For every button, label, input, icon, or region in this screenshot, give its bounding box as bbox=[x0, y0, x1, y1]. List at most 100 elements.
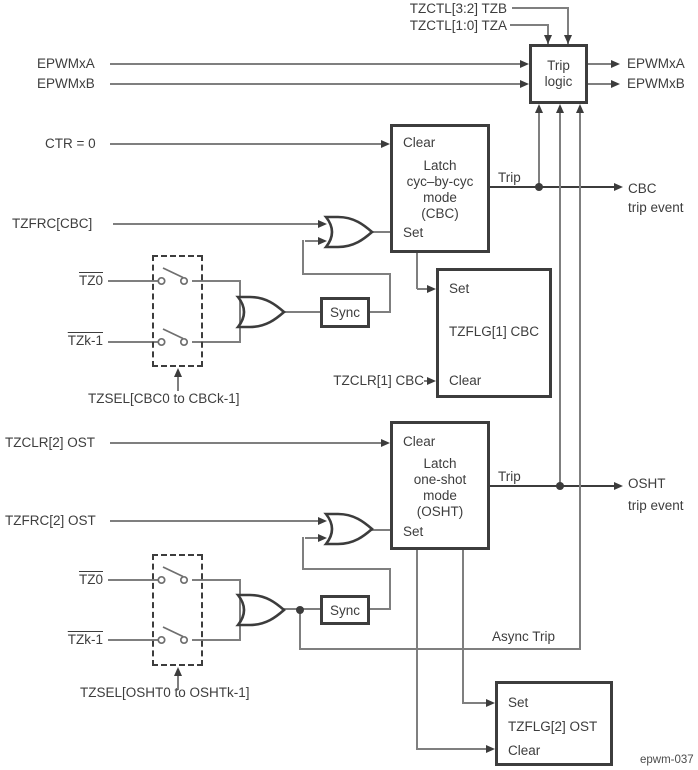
switch-icon bbox=[157, 566, 189, 585]
arrowhead-up bbox=[535, 104, 543, 113]
wire bbox=[417, 748, 488, 750]
cbc-latch-set-port: Set bbox=[403, 225, 424, 240]
wire bbox=[192, 639, 241, 641]
arrowhead bbox=[486, 745, 495, 753]
trip-logic-line2: logic bbox=[544, 74, 573, 89]
junction-dot bbox=[296, 606, 304, 614]
wire bbox=[371, 231, 391, 233]
figure-id-label: epwm-037 bbox=[640, 754, 694, 766]
epwmxa-input-label: EPWMxA bbox=[37, 56, 95, 71]
tzflg2-set-port: Set bbox=[508, 695, 529, 710]
wire bbox=[110, 442, 382, 444]
wire bbox=[113, 223, 319, 225]
wire bbox=[192, 280, 241, 282]
osht-latch-title-line3: mode bbox=[423, 488, 457, 503]
wire bbox=[417, 288, 429, 290]
trip-logic-label: Trip logic bbox=[532, 58, 585, 90]
osht-trip-event-label2: trip event bbox=[628, 498, 684, 513]
wire bbox=[389, 273, 391, 313]
switch-icon bbox=[157, 267, 189, 286]
tzflg1-clear-port: Clear bbox=[449, 373, 482, 388]
cbc-sync-label: Sync bbox=[329, 305, 360, 320]
wire bbox=[588, 63, 612, 65]
tzsel-cbc-label: TZSEL[CBC0 to CBCk-1] bbox=[88, 391, 240, 406]
cbc-latch-title: Latch cyc–by-cyc mode (CBC) bbox=[393, 158, 487, 222]
wire-cbc-trip bbox=[490, 186, 616, 188]
tzclr1-cbc-label: TZCLR[1] CBC bbox=[333, 373, 424, 388]
wire bbox=[305, 240, 319, 242]
wire bbox=[177, 376, 179, 391]
or-gate-cbc-tz bbox=[235, 295, 286, 329]
wire bbox=[371, 529, 391, 531]
cbc-latch-title-line2: cyc–by-cyc bbox=[406, 174, 474, 189]
wire bbox=[108, 579, 158, 581]
wire-osht-trip bbox=[490, 485, 616, 487]
ctr-zero-label: CTR = 0 bbox=[45, 136, 96, 151]
wire bbox=[303, 273, 391, 275]
wire bbox=[588, 83, 612, 85]
arrowhead bbox=[520, 60, 529, 68]
tz0-cbc-label: TZ0 bbox=[78, 273, 103, 288]
arrowhead bbox=[611, 80, 620, 88]
wire bbox=[463, 702, 488, 704]
wire bbox=[567, 7, 569, 44]
wire bbox=[302, 537, 304, 570]
arrowhead bbox=[614, 183, 623, 191]
wire bbox=[302, 240, 304, 275]
wire bbox=[370, 311, 391, 313]
arrowhead-up bbox=[556, 104, 564, 113]
cbc-trip-port-label: Trip bbox=[498, 170, 521, 185]
arrowhead bbox=[486, 699, 495, 707]
or-gate-cbc-force bbox=[323, 215, 374, 249]
wire bbox=[192, 341, 241, 343]
arrowhead bbox=[427, 285, 436, 293]
wire bbox=[177, 675, 179, 690]
junction-dot bbox=[556, 482, 564, 490]
wire bbox=[108, 639, 158, 641]
wire bbox=[579, 112, 581, 650]
wire bbox=[389, 568, 391, 610]
arrowhead-up bbox=[174, 667, 182, 676]
wire bbox=[416, 550, 418, 750]
wire bbox=[305, 537, 319, 539]
epwmxa-output-label: EPWMxA bbox=[627, 56, 685, 71]
arrowhead-down bbox=[564, 35, 572, 44]
arrowhead bbox=[427, 377, 436, 385]
wire-async-trip bbox=[300, 648, 581, 650]
wire bbox=[108, 280, 158, 282]
tzctl-tzb-label: TZCTL[3:2] TZB bbox=[409, 1, 507, 16]
osht-trip-port-label: Trip bbox=[498, 469, 521, 484]
switch-icon bbox=[157, 626, 189, 645]
osht-latch-title: Latch one-shot mode (OSHT) bbox=[393, 456, 487, 520]
wire bbox=[303, 568, 391, 570]
epwmxb-input-label: EPWMxB bbox=[37, 76, 95, 91]
cbc-trip-event-label1: CBC bbox=[628, 181, 657, 196]
osht-latch-set-port: Set bbox=[403, 524, 424, 539]
arrowhead-up bbox=[576, 104, 584, 113]
wire bbox=[110, 63, 521, 65]
wire bbox=[462, 550, 464, 704]
osht-latch-title-line2: one-shot bbox=[413, 472, 467, 487]
tzclr2-ost-label: TZCLR[2] OST bbox=[5, 435, 96, 450]
wire bbox=[370, 608, 391, 610]
osht-latch-title-line1: Latch bbox=[423, 456, 457, 471]
wire bbox=[110, 83, 521, 85]
wire bbox=[110, 143, 382, 145]
wire bbox=[512, 7, 568, 9]
cbc-latch-title-line1: Latch bbox=[423, 158, 457, 173]
cbc-latch-clear-port: Clear bbox=[403, 135, 436, 150]
osht-sync-block: Sync bbox=[320, 595, 370, 625]
or-gate-osht-force bbox=[323, 512, 374, 546]
arrowhead bbox=[318, 220, 327, 228]
arrowhead bbox=[318, 534, 327, 542]
tzflg2-clear-port: Clear bbox=[508, 743, 541, 758]
tzk-cbc-label: TZk-1 bbox=[67, 333, 103, 348]
osht-trip-event-label1: OSHT bbox=[628, 476, 666, 491]
trip-logic-block: Trip logic bbox=[529, 44, 588, 104]
wire bbox=[416, 253, 418, 289]
osht-sync-label: Sync bbox=[329, 602, 360, 618]
osht-latch-title-line4: (OSHT) bbox=[416, 504, 464, 519]
or-gate-osht-tz bbox=[235, 593, 286, 627]
wire bbox=[110, 520, 320, 522]
